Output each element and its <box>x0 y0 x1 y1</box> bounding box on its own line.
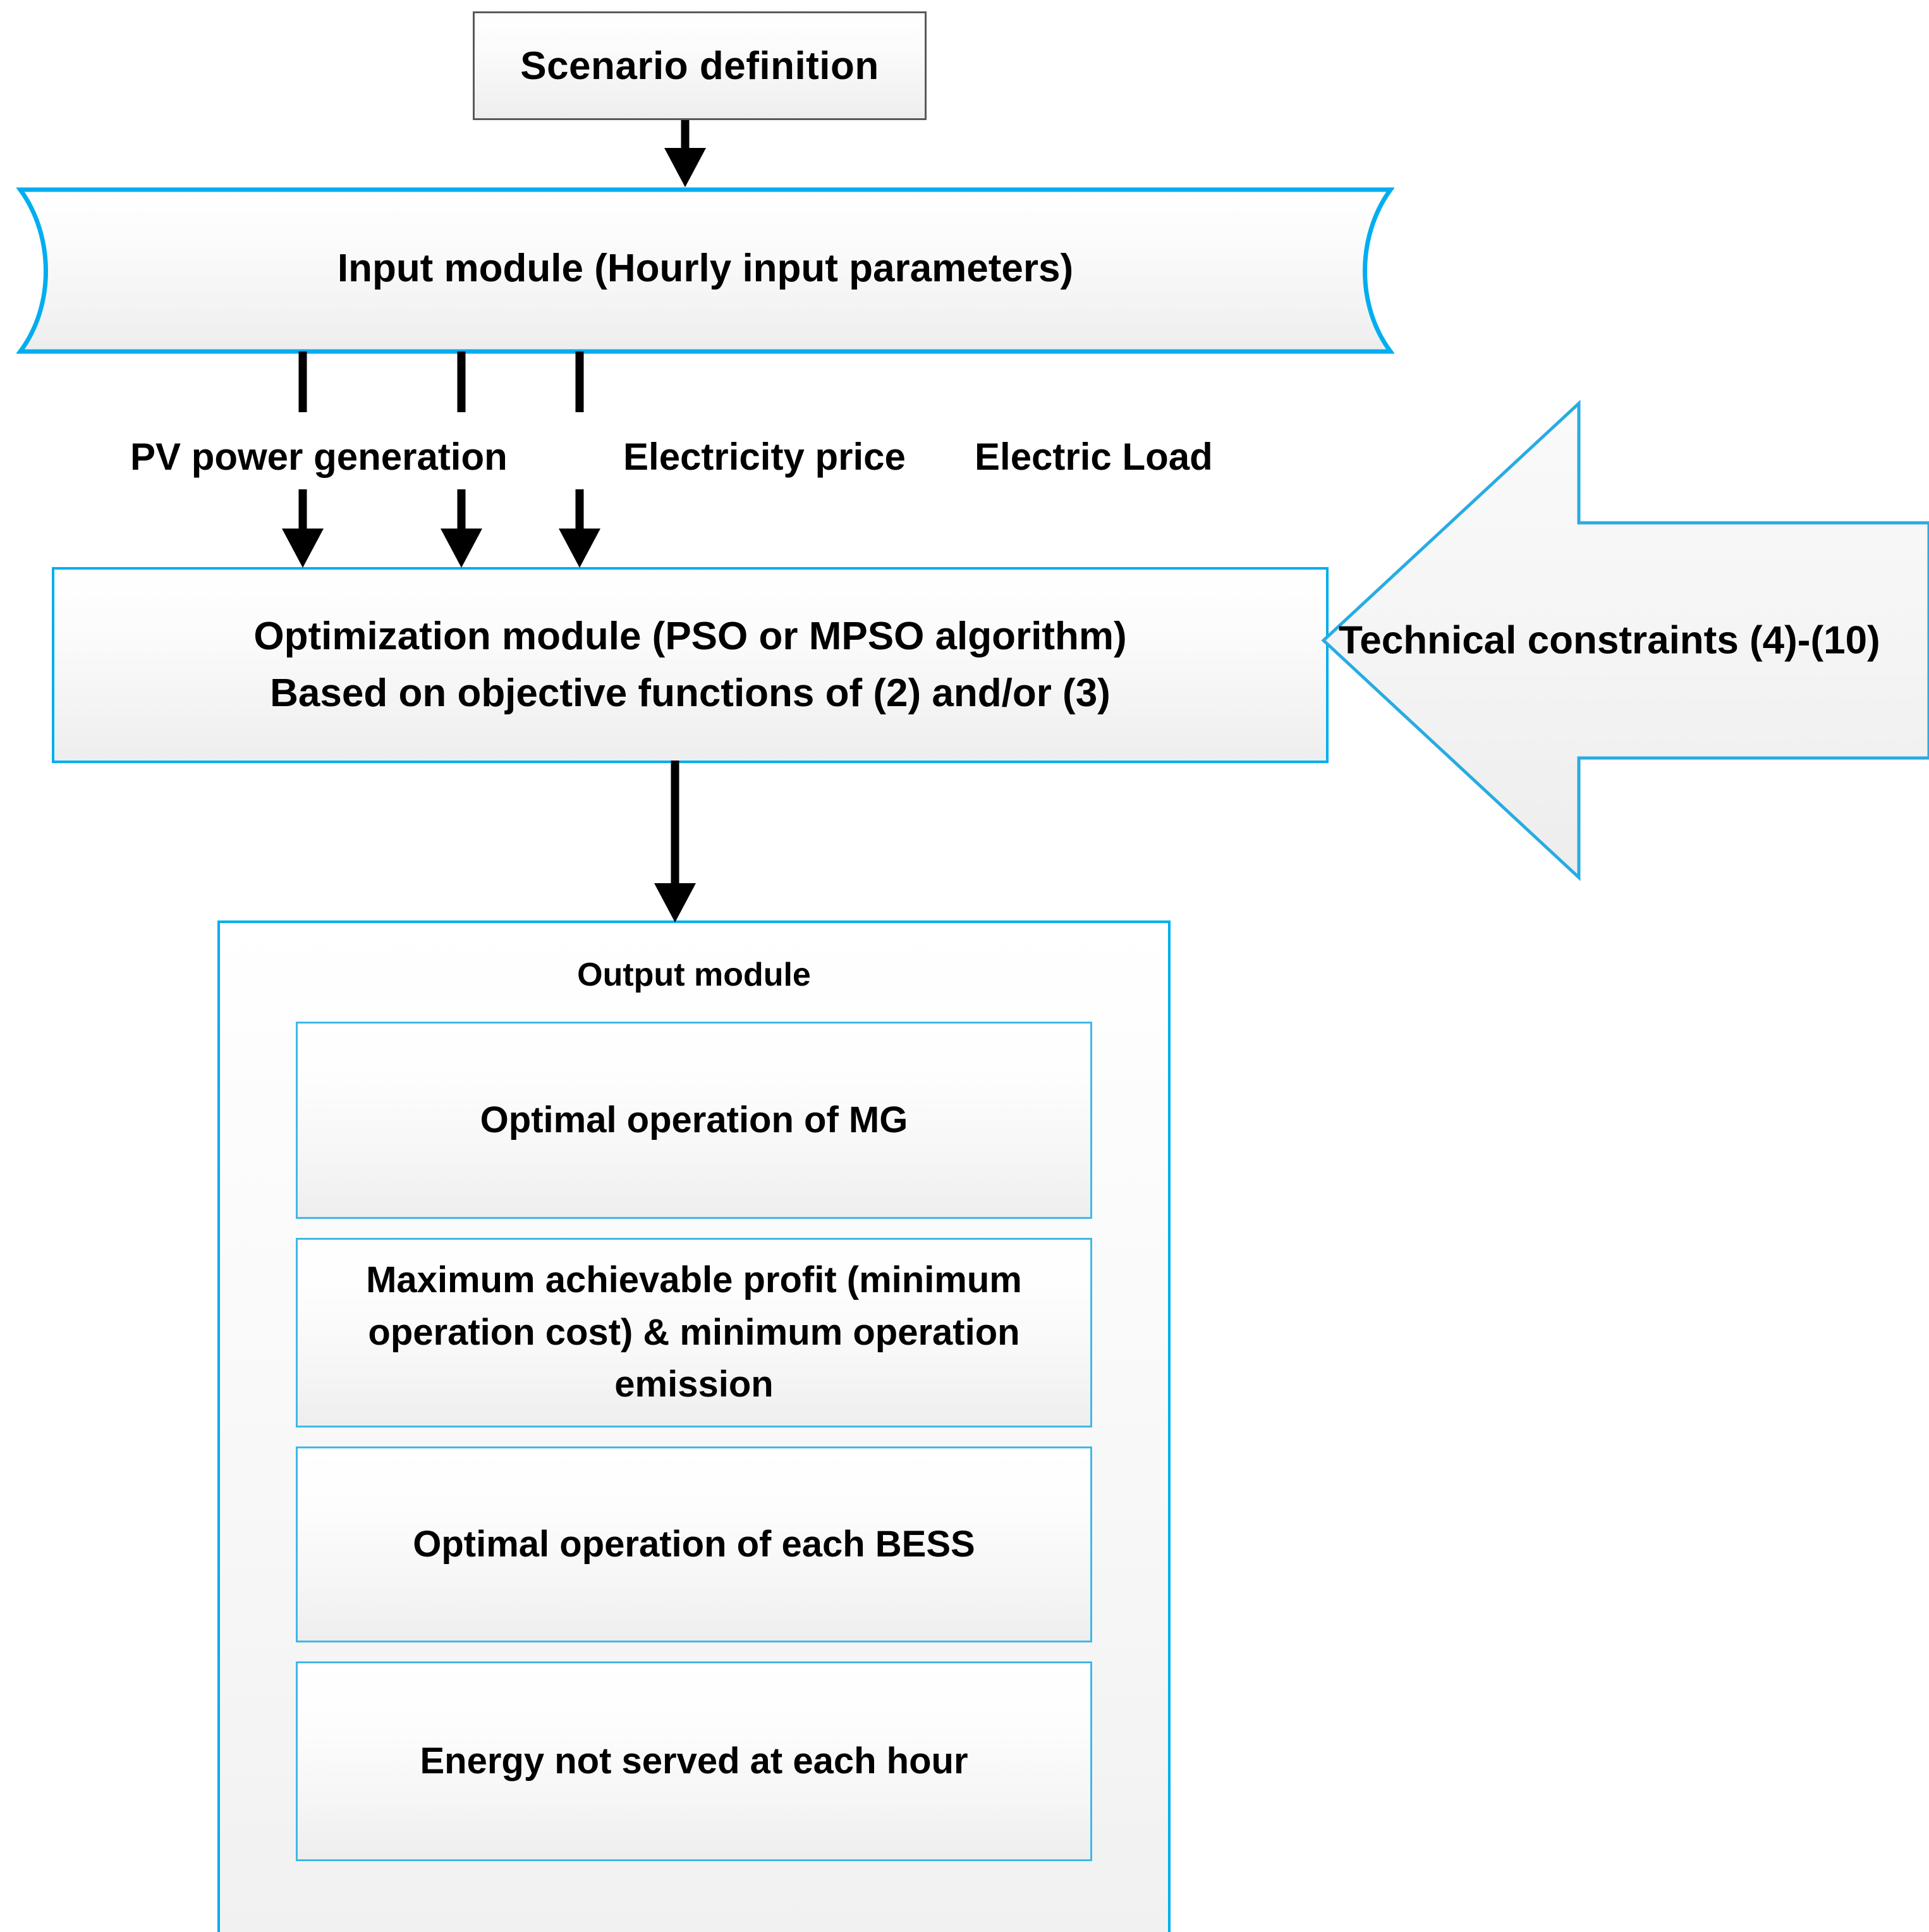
output-item-label: Optimal operation of each BESS <box>413 1523 975 1565</box>
arrow-shaft <box>681 120 690 152</box>
down-arrow-icon <box>282 529 324 568</box>
output-item-max-profit-min-emission[interactable]: Maximum achievable profit (minimum opera… <box>296 1238 1092 1428</box>
input-module-node[interactable]: Input module (Hourly input parameters) <box>16 186 1394 355</box>
left-arrow-icon <box>1321 400 1929 881</box>
arrow-shaft-top <box>457 352 466 412</box>
arrow-shaft-bottom <box>457 489 466 529</box>
down-arrow-icon <box>664 148 706 187</box>
branch-label-pv-power-generation: PV power generation <box>130 436 508 478</box>
scenario-definition-node[interactable]: Scenario definition <box>473 11 927 120</box>
arrow-optimization-to-output <box>654 761 696 922</box>
arrow-shaft-top <box>575 352 584 412</box>
output-item-energy-not-served[interactable]: Energy not served at each hour <box>296 1661 1092 1861</box>
output-item-label: Maximum achievable profit (minimum opera… <box>366 1259 1022 1405</box>
optimization-module-line-1: Optimization module (PSO or MPSO algorit… <box>253 614 1127 659</box>
arrow-scenario-to-input <box>664 120 706 187</box>
arrow-shaft-bottom <box>575 489 584 529</box>
optimization-module-line-2: Based on objective functions of (2) and/… <box>270 671 1111 715</box>
arrow-electric-load <box>559 352 600 568</box>
output-item-optimal-operation-bess[interactable]: Optimal operation of each BESS <box>296 1446 1092 1642</box>
tape-shape-icon <box>16 187 1394 354</box>
output-module-node[interactable]: Output module Optimal operation of MG Ma… <box>217 920 1171 1932</box>
technical-constraints-label: Technical constraints (4)-(10) <box>1339 618 1880 663</box>
branch-label-electricity-price: Electricity price <box>623 436 906 478</box>
output-module-title: Output module <box>577 957 811 993</box>
down-arrow-icon <box>654 883 696 922</box>
arrow-shaft <box>671 761 679 884</box>
arrow-pv-power-generation <box>282 352 324 568</box>
arrow-shaft-top <box>298 352 307 412</box>
output-item-optimal-operation-mg[interactable]: Optimal operation of MG <box>296 1022 1092 1219</box>
down-arrow-icon <box>559 529 600 568</box>
arrow-electricity-price <box>441 352 482 568</box>
arrow-shaft-bottom <box>298 489 307 529</box>
input-module-label: Input module (Hourly input parameters) <box>337 246 1074 290</box>
output-item-label: Optimal operation of MG <box>480 1099 908 1140</box>
scenario-definition-label: Scenario definition <box>520 44 879 88</box>
down-arrow-icon <box>441 529 482 568</box>
branch-label-electric-load: Electric Load <box>975 436 1213 478</box>
optimization-module-node[interactable]: Optimization module (PSO or MPSO algorit… <box>52 567 1329 763</box>
technical-constraints-arrow-node[interactable]: Technical constraints (4)-(10) <box>1321 400 1929 881</box>
output-item-label: Energy not served at each hour <box>420 1740 968 1782</box>
